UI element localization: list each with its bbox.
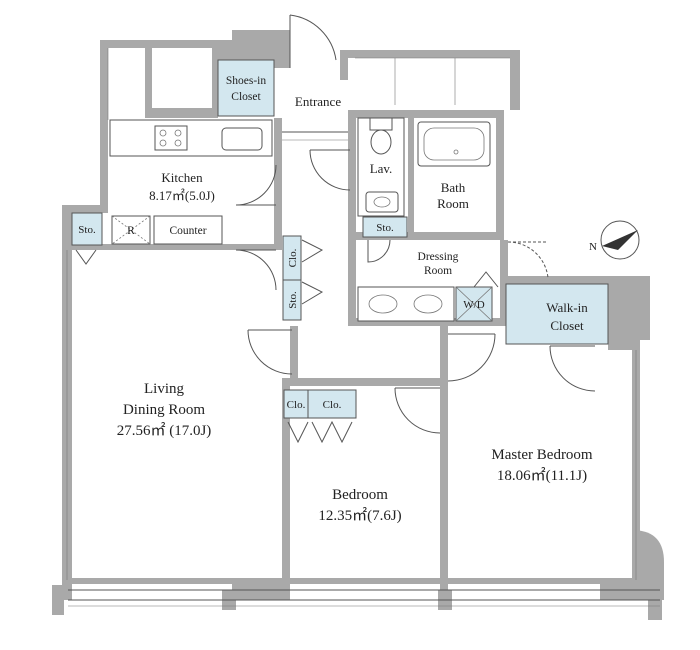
entrance-label: Entrance [295, 94, 341, 109]
sto-bath-area [362, 216, 408, 238]
living-area: 27.56㎡ (17.0J) [117, 422, 212, 439]
shoes-closet-area [217, 59, 275, 117]
walkin-label-1: Walk-in [546, 300, 588, 315]
kitchen-area: 8.17㎡(5.0J) [149, 188, 215, 203]
shoes-closet-label-1: Shoes-in [226, 75, 267, 87]
living-label-2: Dining Room [123, 402, 205, 418]
kitchen-sink [221, 127, 263, 151]
living-label-1: Living [144, 381, 184, 397]
cooktop [154, 125, 188, 151]
storage-areas [71, 59, 609, 419]
dressing-label-1: Dressing [418, 251, 459, 263]
bathtub [417, 121, 491, 167]
bedroom-area: 12.35㎡(7.6J) [318, 507, 401, 524]
clo-bed-small-area [283, 389, 309, 419]
sto-kitchen-area [71, 212, 103, 246]
clo-hall-label: Clo. [287, 248, 299, 267]
doors [75, 14, 596, 444]
clo-bed-area [307, 389, 357, 419]
counter-label: Counter [169, 225, 206, 237]
vanity [357, 286, 455, 322]
sto-hall-label: Sto. [287, 291, 299, 309]
bath-label-2: Room [437, 196, 469, 211]
shoes-closet-label-2: Closet [231, 91, 261, 103]
compass-letter: N [589, 241, 597, 253]
clo-bed-label: Clo. [323, 399, 342, 411]
window-lines [66, 48, 660, 607]
counter [153, 215, 223, 245]
sto-kitchen-label: Sto. [78, 224, 96, 236]
master-bedroom-label: Master Bedroom [491, 447, 593, 463]
fixtures [109, 117, 493, 322]
clo-bed-small-label: Clo. [287, 399, 306, 411]
sto-bath-label: Sto. [376, 222, 394, 234]
walkin-label-2: Closet [550, 318, 584, 333]
bedroom-label: Bedroom [332, 487, 388, 503]
dressing-label-2: Room [424, 265, 452, 277]
lav-label: Lav. [370, 161, 393, 176]
room-labels: Shoes-in Closet Entrance Kitchen 8.17㎡(5… [78, 75, 593, 524]
refrigerator-label: R [127, 225, 135, 237]
kitchen-label: Kitchen [161, 170, 203, 185]
master-bedroom-area: 18.06㎡(11.1J) [497, 467, 587, 484]
sto-hall-area [282, 279, 302, 321]
compass-needle-icon [602, 230, 638, 250]
wd-label: W/D [463, 299, 484, 311]
walkin-closet-area [505, 283, 609, 345]
refrigerator [111, 215, 151, 245]
compass: N [589, 220, 640, 260]
bath-label-1: Bath [441, 180, 466, 195]
